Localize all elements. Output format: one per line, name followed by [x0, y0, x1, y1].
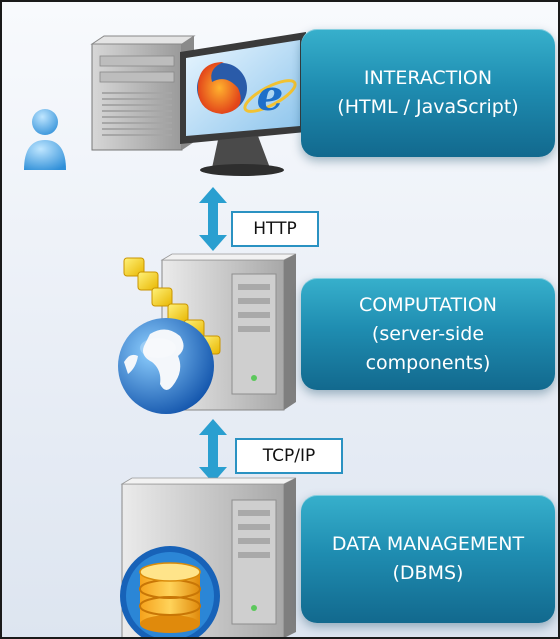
data-management-tier-box: DATA MANAGEMENT (DBMS): [301, 495, 555, 623]
svg-text:e: e: [257, 71, 284, 120]
user-icon: [24, 109, 66, 170]
http-double-arrow: [199, 187, 227, 251]
tcpip-label: TCP/IP: [235, 438, 343, 474]
server-illustration: [118, 253, 297, 414]
internet-explorer-logo-icon: e: [243, 71, 297, 120]
interaction-tier-title: INTERACTION: [363, 67, 493, 89]
data-management-tier-subtitle: (DBMS): [392, 562, 464, 584]
data-management-tier-title: DATA MANAGEMENT: [331, 533, 525, 555]
http-label: HTTP: [231, 211, 319, 247]
computation-tier-subtitle-line2: components): [365, 351, 491, 374]
interaction-tier-subtitle: (HTML / JavaScript): [337, 96, 519, 118]
computation-tier-box: COMPUTATION (server-side components): [301, 278, 555, 390]
interaction-tier-box: INTERACTION (HTML / JavaScript): [301, 29, 555, 157]
computation-tier-title: COMPUTATION: [358, 293, 497, 316]
tcpip-double-arrow: [199, 419, 227, 483]
database-illustration: [120, 477, 297, 637]
database-icon: [120, 546, 220, 637]
computation-tier-subtitle-line1: (server-side: [371, 322, 485, 345]
firefox-logo-icon: [197, 62, 247, 114]
client-illustration: e: [24, 32, 306, 176]
globe-icon: [118, 318, 214, 414]
